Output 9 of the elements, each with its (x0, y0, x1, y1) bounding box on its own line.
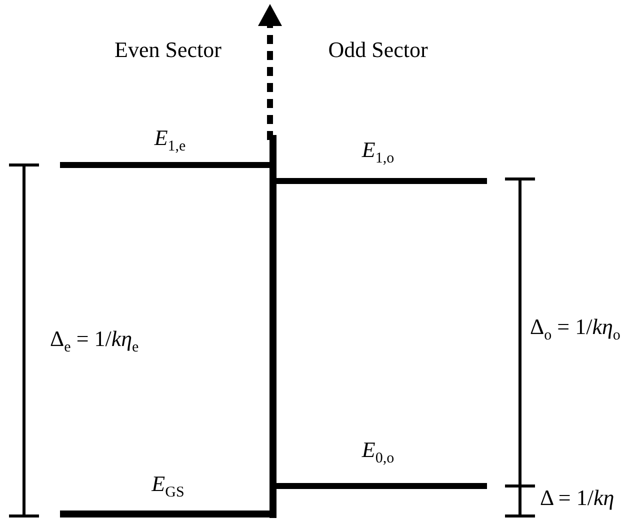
energy-label: E$_{0,o}$ (362, 438, 394, 467)
sector-label: Odd Sector (328, 38, 428, 62)
gap-formula: Δ$_{e}$ = 1/kη$_{e}$ (50, 327, 139, 356)
gap-formula: Δ = 1/kη (540, 486, 614, 510)
energy-label: E$_{1,e}$ (154, 126, 186, 155)
energy-label: E$_{GS}$ (152, 472, 184, 501)
gap-formula: Δ$_{o}$ = 1/kη$_{o}$ (530, 315, 620, 344)
sector-label: Even Sector (114, 38, 222, 62)
energy-label: E$_{1,o}$ (362, 138, 394, 167)
